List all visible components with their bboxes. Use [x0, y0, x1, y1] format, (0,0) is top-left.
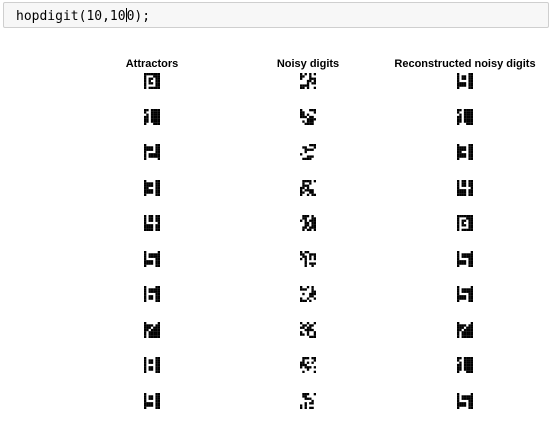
reconstructed-header: Reconstructed noisy digits	[394, 58, 536, 70]
command-input[interactable]: hopdigit(10,100);	[3, 2, 549, 28]
noisy-digit-image	[300, 215, 316, 231]
reconstructed-digit-image	[457, 322, 473, 338]
attractors-digit-image	[144, 144, 160, 160]
attractors-header: Attractors	[125, 58, 179, 70]
noisy-digit-image	[300, 393, 316, 409]
text-cursor	[125, 8, 127, 22]
reconstructed-digit-image	[457, 73, 473, 89]
noisy-digit-image	[300, 73, 316, 89]
noisy-digit-image	[300, 251, 316, 267]
attractors-digit-image	[144, 109, 160, 125]
noisy-digit-image	[300, 322, 316, 338]
reconstructed-digit-image	[457, 180, 473, 196]
attractors-digit-image	[144, 286, 160, 302]
reconstructed-digit-image	[457, 215, 473, 231]
reconstructed-digit-image	[457, 393, 473, 409]
attractors-digit-image	[144, 73, 160, 89]
command-text-after-cursor: 0);	[126, 9, 151, 24]
noisy-digit-image	[300, 109, 316, 125]
reconstructed-digit-image	[457, 286, 473, 302]
attractors-digit-image	[144, 357, 160, 373]
reconstructed-digit-image	[457, 109, 473, 125]
attractors-digit-image	[144, 215, 160, 231]
noisy-digit-image	[300, 357, 316, 373]
noisy-digit-image	[300, 180, 316, 196]
noisy-digits-header: Noisy digits	[276, 58, 340, 70]
reconstructed-digit-image	[457, 357, 473, 373]
attractors-digit-image	[144, 251, 160, 267]
attractors-digit-image	[144, 393, 160, 409]
attractors-digit-image	[144, 180, 160, 196]
noisy-digit-image	[300, 286, 316, 302]
reconstructed-digit-image	[457, 144, 473, 160]
command-text-before-cursor: hopdigit(10,10	[16, 9, 126, 24]
noisy-digit-image	[300, 144, 316, 160]
command-text: hopdigit(10,100);	[16, 8, 150, 24]
attractors-digit-image	[144, 322, 160, 338]
reconstructed-digit-image	[457, 251, 473, 267]
